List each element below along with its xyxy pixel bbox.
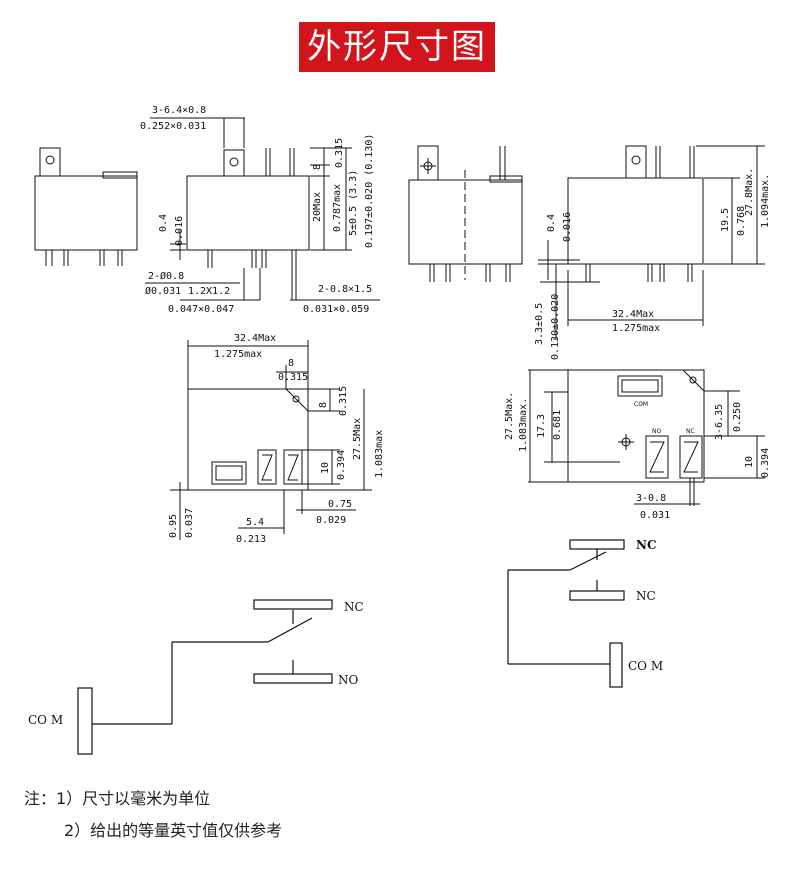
- sch-right-nc: NC: [636, 538, 657, 552]
- dim-corner-v: 8: [318, 402, 329, 408]
- dim-pcb-pin-dia-in: Ø0.031: [145, 285, 181, 297]
- note-line-2: 2）给出的等量英寸值仅供参考: [64, 821, 283, 840]
- dim-pitch-in: 0.213: [236, 534, 266, 545]
- top-view-a: [170, 340, 372, 540]
- dim-standoff-r-in: 0.016: [562, 212, 573, 242]
- dim-standoff-r: 0.4: [546, 214, 557, 232]
- sch-left-no: NO: [338, 673, 359, 687]
- dim-pcb-pin-size: 1.2X1.2: [188, 286, 230, 297]
- top-view-b: [528, 369, 765, 506]
- side-view-b: [145, 117, 380, 301]
- dim-pin-pitch-in: 0.315: [334, 138, 345, 168]
- dim-terminal-height: 5±0.5 (3.3): [348, 170, 359, 236]
- dim-pin-width: 3-6.4×0.8: [152, 105, 206, 116]
- dim-slot-w: 3-0.8: [636, 493, 666, 504]
- dim-standoff-in: 0.016: [174, 216, 185, 246]
- dim-slot-h-r-in: 0.394: [760, 448, 771, 478]
- dim-slot-h-r: 10: [744, 456, 755, 468]
- lbl-no: NO: [652, 428, 661, 435]
- dim-body-height-r-in: 1.094max.: [760, 174, 771, 228]
- dim-corner: 8: [288, 358, 294, 369]
- dim-length-t-in: 1.275max: [214, 349, 262, 360]
- side-view-a: [34, 147, 138, 266]
- dim-length-r: 32.4Max: [612, 309, 654, 320]
- dim-corner-v-in: 0.315: [338, 386, 349, 416]
- dim-length-r-in: 1.275max: [612, 323, 660, 334]
- dim-terminal-r-in: 0.130±0.020: [550, 294, 561, 360]
- dim-pcb-pin-size-in: 0.047×0.047: [168, 304, 234, 315]
- dim-tab-height-in: 0.768: [736, 206, 747, 236]
- sch-left-com: CO M: [28, 713, 63, 727]
- end-view: [408, 145, 523, 282]
- dim-pin-width-in: 0.252×0.031: [140, 121, 206, 132]
- dim-width-tr-in: 1.083max.: [518, 398, 529, 452]
- dim-edge: 0.95: [168, 514, 179, 538]
- dim-slot-h-in: 0.394: [336, 450, 347, 480]
- lbl-nc: NC: [686, 428, 695, 435]
- dim-width-t: 27.5Max: [352, 418, 363, 460]
- note-line-1: 注：1）尺寸以毫米为单位: [24, 789, 211, 808]
- dim-terminal-r: 3.3±0.5: [534, 303, 545, 345]
- sch-right-com: CO M: [628, 659, 663, 673]
- dim-tab-height: 19.5: [720, 208, 731, 232]
- sch-right-nc2: NC: [636, 589, 656, 603]
- dim-slot-w-in: 0.031: [640, 510, 670, 521]
- dim-width-tr: 27.5Max.: [504, 392, 515, 440]
- dim-pcb-pin-flat-in: 0.031×0.059: [303, 304, 369, 315]
- schematic-left: [77, 599, 333, 755]
- dim-gap-in: 0.029: [316, 515, 346, 526]
- dim-width-t-in: 1.083max: [374, 430, 385, 478]
- dim-body-height: 20Max: [312, 192, 323, 222]
- dim-pcb-pin-dia: 2-Ø0.8: [148, 270, 184, 282]
- dim-pin-offset: 3-6.35: [714, 404, 725, 440]
- sch-left-nc: NC: [344, 600, 364, 614]
- dim-corner-in: 0.315: [278, 372, 308, 383]
- dim-pitch: 5.4: [246, 517, 264, 528]
- lbl-com: COM: [634, 401, 648, 408]
- dim-edge-in: 0.037: [184, 508, 195, 538]
- dim-slot-h: 10: [320, 462, 331, 474]
- dim-offset-in: 0.681: [552, 410, 563, 440]
- dim-standoff: 0.4: [158, 214, 169, 232]
- dim-pin-offset-in: 0.250: [732, 402, 743, 432]
- dim-pin-pitch: 8: [312, 164, 323, 170]
- dim-offset: 17.3: [536, 414, 547, 438]
- dim-length-t: 32.4Max: [234, 333, 276, 344]
- dim-body-height-r: 27.8Max.: [744, 168, 755, 216]
- side-view-c: [538, 145, 765, 340]
- title-banner: 外形尺寸图: [299, 22, 495, 72]
- dim-pcb-pin-flat: 2-0.8×1.5: [318, 284, 372, 295]
- schematic-right: [507, 539, 625, 688]
- dim-gap: 0.75: [328, 499, 352, 510]
- dim-body-height-in: 0.787max: [332, 184, 343, 232]
- dim-terminal-height-in: 0.197±0.020 (0.130): [364, 134, 375, 248]
